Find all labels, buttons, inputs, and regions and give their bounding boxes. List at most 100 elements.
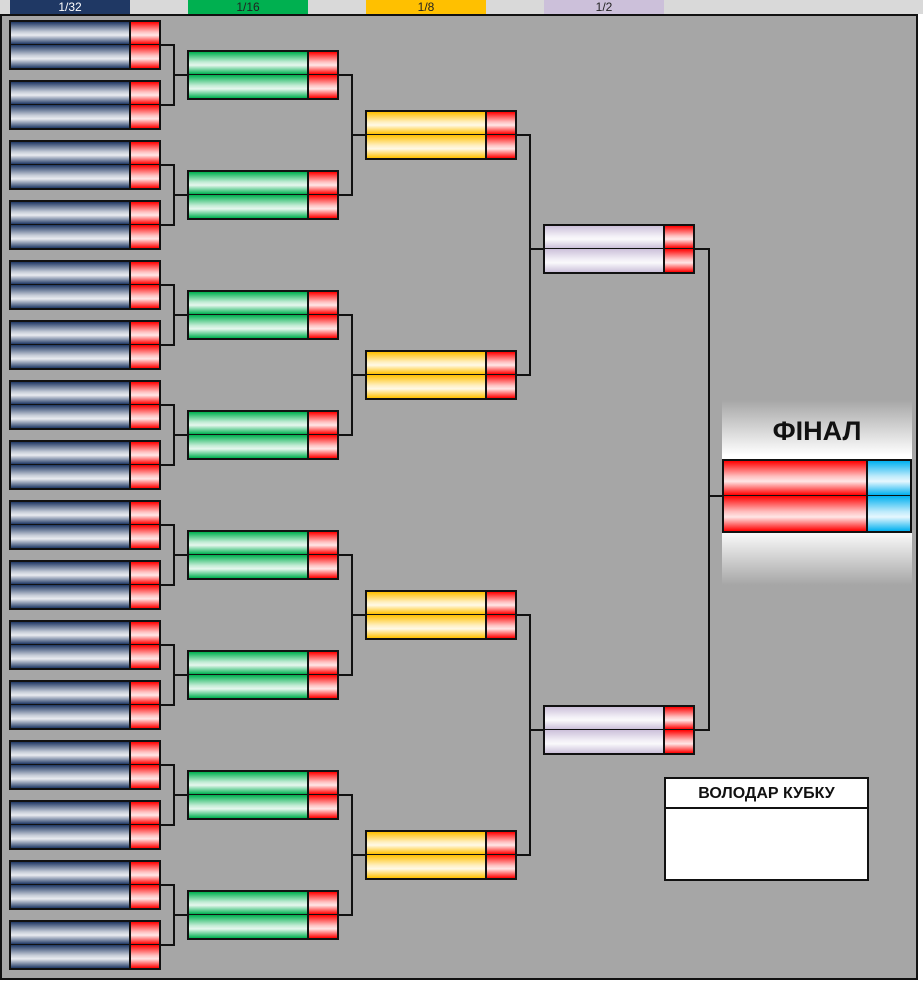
score-cell[interactable] bbox=[129, 682, 159, 705]
team-slot[interactable] bbox=[11, 202, 129, 225]
team-slot[interactable] bbox=[367, 375, 485, 398]
score-cell[interactable] bbox=[307, 172, 337, 195]
score-cell[interactable] bbox=[129, 742, 159, 765]
score-cell[interactable] bbox=[307, 52, 337, 75]
team-slot[interactable] bbox=[11, 22, 129, 45]
team-slot[interactable] bbox=[189, 75, 307, 98]
score-cell[interactable] bbox=[129, 285, 159, 308]
team-slot[interactable] bbox=[367, 855, 485, 878]
team-slot[interactable] bbox=[189, 652, 307, 675]
score-cell[interactable] bbox=[307, 315, 337, 338]
score-cell[interactable] bbox=[129, 45, 159, 68]
team-slot[interactable] bbox=[189, 435, 307, 458]
score-cell[interactable] bbox=[129, 525, 159, 548]
team-slot[interactable] bbox=[11, 142, 129, 165]
score-cell[interactable] bbox=[307, 532, 337, 555]
score-cell[interactable] bbox=[307, 75, 337, 98]
score-cell[interactable] bbox=[485, 112, 515, 135]
score-cell[interactable] bbox=[129, 705, 159, 728]
team-slot[interactable] bbox=[11, 382, 129, 405]
team-slot[interactable] bbox=[11, 502, 129, 525]
score-cell[interactable] bbox=[307, 675, 337, 698]
team-slot[interactable] bbox=[189, 315, 307, 338]
team-slot[interactable] bbox=[724, 496, 866, 531]
team-slot[interactable] bbox=[545, 730, 663, 753]
score-cell[interactable] bbox=[129, 225, 159, 248]
score-cell[interactable] bbox=[129, 862, 159, 885]
score-cell[interactable] bbox=[485, 832, 515, 855]
score-cell[interactable] bbox=[129, 825, 159, 848]
team-slot[interactable] bbox=[11, 645, 129, 668]
score-cell[interactable] bbox=[129, 202, 159, 225]
score-cell[interactable] bbox=[485, 855, 515, 878]
team-slot[interactable] bbox=[11, 562, 129, 585]
team-slot[interactable] bbox=[11, 765, 129, 788]
team-slot[interactable] bbox=[11, 45, 129, 68]
team-slot[interactable] bbox=[189, 532, 307, 555]
score-cell[interactable] bbox=[129, 885, 159, 908]
team-slot[interactable] bbox=[11, 862, 129, 885]
team-slot[interactable] bbox=[11, 105, 129, 128]
team-slot[interactable] bbox=[11, 285, 129, 308]
score-cell[interactable] bbox=[129, 622, 159, 645]
team-slot[interactable] bbox=[11, 922, 129, 945]
team-slot[interactable] bbox=[189, 292, 307, 315]
score-cell[interactable] bbox=[485, 352, 515, 375]
team-slot[interactable] bbox=[724, 461, 866, 496]
team-slot[interactable] bbox=[545, 249, 663, 272]
score-cell[interactable] bbox=[129, 922, 159, 945]
team-slot[interactable] bbox=[11, 405, 129, 428]
score-cell[interactable] bbox=[866, 461, 910, 496]
cup-winner-name-cell[interactable] bbox=[666, 809, 867, 879]
score-cell[interactable] bbox=[129, 945, 159, 968]
team-slot[interactable] bbox=[11, 705, 129, 728]
team-slot[interactable] bbox=[11, 742, 129, 765]
score-cell[interactable] bbox=[307, 795, 337, 818]
score-cell[interactable] bbox=[129, 345, 159, 368]
score-cell[interactable] bbox=[129, 465, 159, 488]
score-cell[interactable] bbox=[485, 615, 515, 638]
team-slot[interactable] bbox=[11, 442, 129, 465]
team-slot[interactable] bbox=[189, 172, 307, 195]
score-cell[interactable] bbox=[129, 405, 159, 428]
team-slot[interactable] bbox=[11, 322, 129, 345]
score-cell[interactable] bbox=[866, 496, 910, 531]
score-cell[interactable] bbox=[485, 375, 515, 398]
team-slot[interactable] bbox=[11, 82, 129, 105]
score-cell[interactable] bbox=[485, 592, 515, 615]
score-cell[interactable] bbox=[307, 435, 337, 458]
score-cell[interactable] bbox=[663, 249, 693, 272]
team-slot[interactable] bbox=[11, 622, 129, 645]
score-cell[interactable] bbox=[307, 772, 337, 795]
team-slot[interactable] bbox=[11, 465, 129, 488]
team-slot[interactable] bbox=[367, 832, 485, 855]
score-cell[interactable] bbox=[129, 585, 159, 608]
score-cell[interactable] bbox=[129, 442, 159, 465]
score-cell[interactable] bbox=[485, 135, 515, 158]
team-slot[interactable] bbox=[11, 825, 129, 848]
score-cell[interactable] bbox=[129, 382, 159, 405]
score-cell[interactable] bbox=[307, 892, 337, 915]
team-slot[interactable] bbox=[189, 555, 307, 578]
score-cell[interactable] bbox=[129, 165, 159, 188]
score-cell[interactable] bbox=[307, 555, 337, 578]
score-cell[interactable] bbox=[307, 915, 337, 938]
score-cell[interactable] bbox=[129, 262, 159, 285]
team-slot[interactable] bbox=[189, 772, 307, 795]
team-slot[interactable] bbox=[367, 112, 485, 135]
score-cell[interactable] bbox=[129, 142, 159, 165]
team-slot[interactable] bbox=[189, 52, 307, 75]
score-cell[interactable] bbox=[307, 652, 337, 675]
team-slot[interactable] bbox=[189, 195, 307, 218]
team-slot[interactable] bbox=[189, 892, 307, 915]
team-slot[interactable] bbox=[545, 226, 663, 249]
team-slot[interactable] bbox=[367, 135, 485, 158]
score-cell[interactable] bbox=[307, 195, 337, 218]
team-slot[interactable] bbox=[11, 345, 129, 368]
team-slot[interactable] bbox=[367, 615, 485, 638]
team-slot[interactable] bbox=[11, 525, 129, 548]
score-cell[interactable] bbox=[129, 645, 159, 668]
score-cell[interactable] bbox=[129, 502, 159, 525]
score-cell[interactable] bbox=[129, 562, 159, 585]
team-slot[interactable] bbox=[11, 225, 129, 248]
